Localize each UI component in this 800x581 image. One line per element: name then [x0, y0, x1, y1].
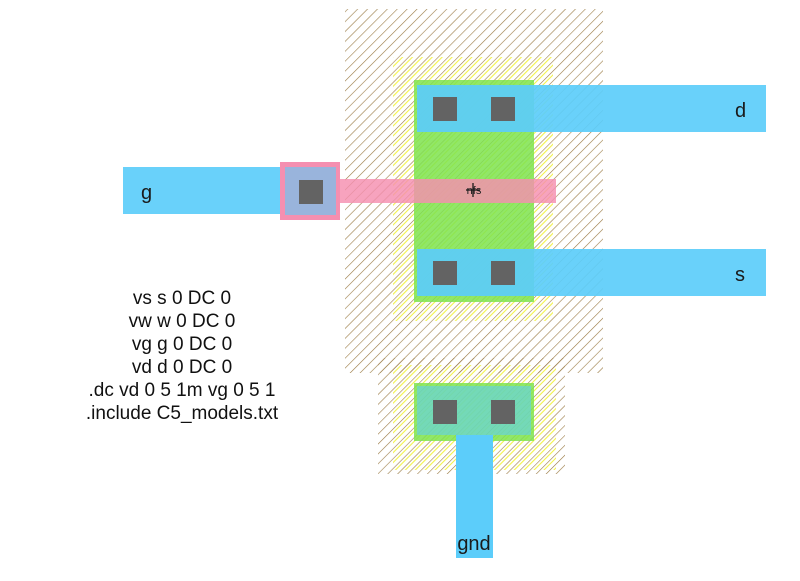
spice-line: vg g 0 DC 0 — [132, 334, 232, 355]
spice-line: vs s 0 DC 0 — [133, 288, 231, 309]
spice-line: .include C5_models.txt — [86, 403, 279, 424]
tap-contact-2 — [491, 400, 515, 424]
tap-contact-1 — [433, 400, 457, 424]
device-label: nfs — [467, 185, 482, 197]
metal-wire-d — [417, 85, 766, 132]
drain-contact-1 — [433, 97, 457, 121]
net-label-s: s — [735, 264, 745, 286]
spice-line: .dc vd 0 5 1m vg 0 5 1 — [89, 380, 276, 401]
net-label-gnd: gnd — [457, 533, 490, 555]
net-label-d: d — [735, 100, 746, 122]
spice-line: vw w 0 DC 0 — [129, 311, 236, 332]
gate-contact — [299, 180, 323, 204]
metal-wire-gnd — [456, 435, 493, 558]
spice-directives: vs s 0 DC 0 vw w 0 DC 0 vg g 0 DC 0 vd d… — [86, 288, 279, 424]
drain-contact-2 — [491, 97, 515, 121]
source-contact-1 — [433, 261, 457, 285]
metal-wire-s — [417, 249, 766, 296]
crosshair-icon — [466, 183, 480, 197]
spice-line: vd d 0 DC 0 — [132, 357, 232, 378]
source-contact-2 — [491, 261, 515, 285]
net-label-g: g — [141, 182, 152, 204]
poly-gate — [336, 179, 556, 203]
